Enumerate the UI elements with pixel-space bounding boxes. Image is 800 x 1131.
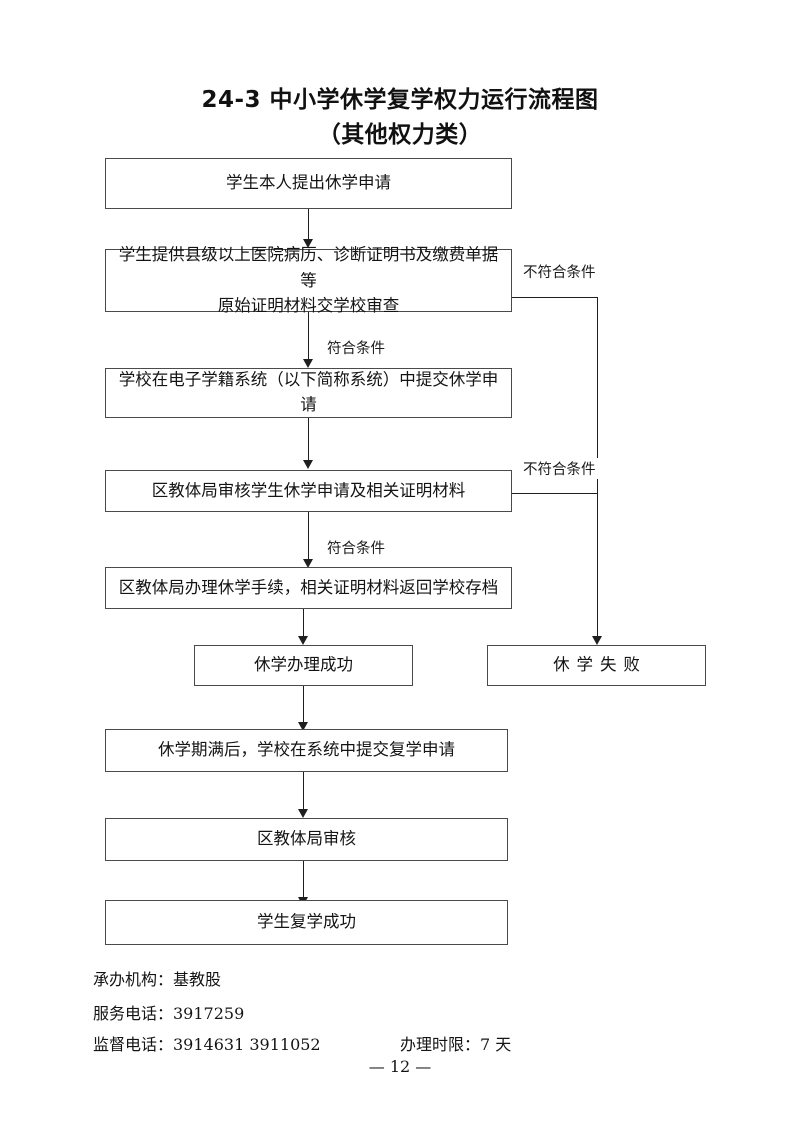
flow-node-apply-label: 学生本人提出休学申请	[226, 173, 391, 193]
page-title-line2: （其他权力类）	[317, 122, 483, 148]
flow-node-school-submit-label: 学校在电子学籍系统（以下简称系统）中提交休学申请	[118, 370, 499, 414]
footer-service-phone: 服务电话：3917259	[93, 1004, 245, 1023]
connector-unqualified-2-horizontal	[512, 493, 597, 494]
connector-return-submit-to-review	[303, 772, 304, 812]
connector-unqualified-1-horizontal	[512, 297, 597, 298]
arrowhead-return-submit-to-review	[298, 809, 308, 818]
flow-node-submit-materials: 学生提供县级以上医院病历、诊断证明书及缴费单据等 原始证明材料交学校审查	[105, 245, 512, 315]
flow-node-return-submit: 休学期满后，学校在系统中提交复学申请	[105, 729, 508, 772]
flow-node-return-review: 区教体局审核	[105, 818, 508, 861]
footer-agency: 承办机构：基教股	[93, 970, 222, 989]
flow-node-return-success: 学生复学成功	[105, 900, 508, 945]
connector-unqualified-1-vertical	[597, 297, 598, 642]
flow-node-bureau-review-label: 区教体局审核学生休学申请及相关证明材料	[151, 480, 466, 500]
connector-apply-to-materials	[308, 209, 309, 240]
flow-node-bureau-review: 区教体局审核学生休学申请及相关证明材料	[105, 470, 512, 512]
arrowhead-success-to-return-submit	[298, 722, 308, 731]
arrowhead-bureau-to-process	[303, 559, 313, 568]
flow-node-school-submit: 学校在电子学籍系统（以下简称系统）中提交休学申请	[105, 368, 512, 418]
flow-node-return-success-label: 学生复学成功	[257, 912, 356, 932]
flow-node-return-review-label: 区教体局审核	[257, 829, 356, 849]
flow-node-leave-success: 休学办理成功	[194, 645, 413, 686]
flow-node-bureau-process-label: 区教体局办理休学手续，相关证明材料返回学校存档	[118, 577, 499, 597]
connector-materials-to-school	[308, 312, 309, 362]
arrowhead-school-to-bureau	[303, 460, 313, 469]
flow-node-submit-materials-label2: 原始证明材料交学校审查	[217, 296, 400, 316]
flow-node-leave-failed-label: 休学失败	[553, 655, 647, 675]
connector-school-to-bureau	[308, 418, 309, 462]
edge-label-unqualified-1: 不符合条件	[521, 261, 598, 282]
flow-node-leave-success-label: 休学办理成功	[254, 655, 353, 675]
page-number: — 12 —	[368, 1057, 432, 1076]
edge-label-unqualified-2: 不符合条件	[521, 458, 598, 479]
flow-node-submit-materials-label1: 学生提供县级以上医院病历、诊断证明书及缴费单据等	[118, 245, 499, 290]
page-title-line1: 24-3 中小学休学复学权力运行流程图	[201, 87, 599, 113]
footer-supervision-phone: 监督电话：3914631 3911052	[93, 1035, 321, 1054]
arrowhead-to-leave-failed	[592, 636, 602, 645]
flow-node-return-submit-label: 休学期满后，学校在系统中提交复学申请	[158, 740, 455, 760]
arrowhead-process-to-success	[298, 636, 308, 645]
connector-process-to-success	[303, 609, 304, 638]
arrowhead-apply-to-materials	[303, 239, 313, 248]
flow-node-apply: 学生本人提出休学申请	[105, 158, 512, 209]
connector-bureau-to-process	[308, 512, 309, 562]
flow-node-bureau-process: 区教体局办理休学手续，相关证明材料返回学校存档	[105, 567, 512, 609]
arrowhead-materials-to-school	[303, 359, 313, 368]
flow-node-submit-materials-text: 学生提供县级以上医院病历、诊断证明书及缴费单据等 原始证明材料交学校审查	[114, 242, 503, 319]
footer-deadline: 办理时限：7 天	[400, 1035, 512, 1054]
flow-node-leave-failed: 休学失败	[487, 645, 706, 686]
connector-return-review-to-success	[303, 861, 304, 901]
edge-label-qualified-2: 符合条件	[325, 537, 387, 558]
connector-success-to-return-submit	[303, 686, 304, 725]
edge-label-qualified-1: 符合条件	[325, 337, 387, 358]
